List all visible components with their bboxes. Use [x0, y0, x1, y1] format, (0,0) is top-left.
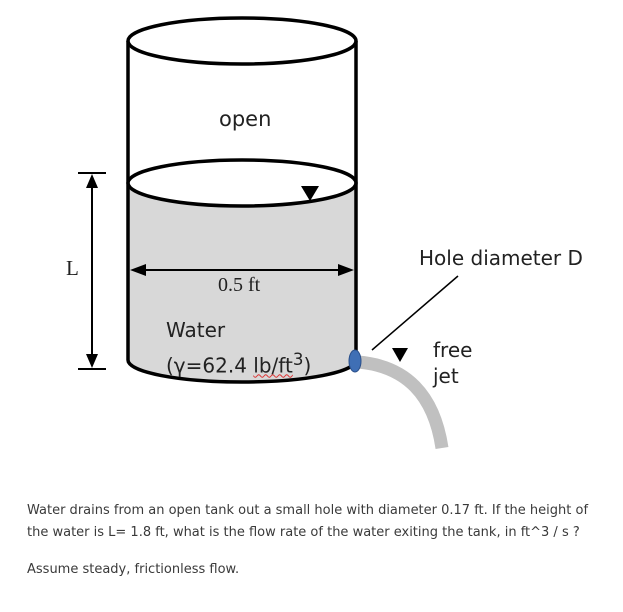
width-arrowhead-left-icon: [130, 264, 146, 276]
fluid-specific-weight: (γ=62.4 lb/ft3): [166, 345, 311, 381]
height-arrowhead-bottom-icon: [86, 354, 98, 368]
fluid-weight-exponent: 3: [292, 350, 304, 369]
width-label: 0.5 ft: [218, 274, 261, 296]
free-jet-label: free jet: [433, 337, 472, 389]
free-surface-marker-icon: [301, 186, 319, 201]
free-jet-label-line1: free: [433, 338, 473, 362]
jet-marker-icon: [392, 348, 408, 362]
tank-diagram: [78, 16, 459, 450]
fluid-label: Water (γ=62.4 lb/ft3): [166, 316, 311, 381]
tank-top-rim: [126, 16, 358, 66]
fluid-weight-prefix: (γ=62.4: [166, 353, 254, 378]
fluid-weight-suffix: ): [303, 353, 312, 378]
water-surface: [126, 158, 358, 208]
hole-marker: [348, 349, 362, 373]
height-arrowhead-top-icon: [86, 174, 98, 188]
question-text: Water drains from an open tank out a sma…: [27, 503, 589, 540]
open-label: open: [219, 107, 272, 131]
assumption-text: Assume steady, frictionless flow.: [27, 562, 240, 577]
water-body: [128, 183, 356, 382]
hole-diameter-label: Hole diameter D: [419, 246, 583, 270]
width-arrowhead-right-icon: [338, 264, 354, 276]
hole-leader-line: [371, 275, 459, 351]
tank-bottom: [126, 359, 358, 384]
free-jet-label-line2: jet: [433, 364, 459, 388]
fluid-name: Water: [166, 318, 226, 342]
height-label: L: [66, 256, 79, 280]
question-block: Water drains from an open tank out a sma…: [27, 500, 602, 581]
fluid-weight-unit: lb/ft: [253, 353, 293, 378]
free-jet: [357, 355, 449, 450]
